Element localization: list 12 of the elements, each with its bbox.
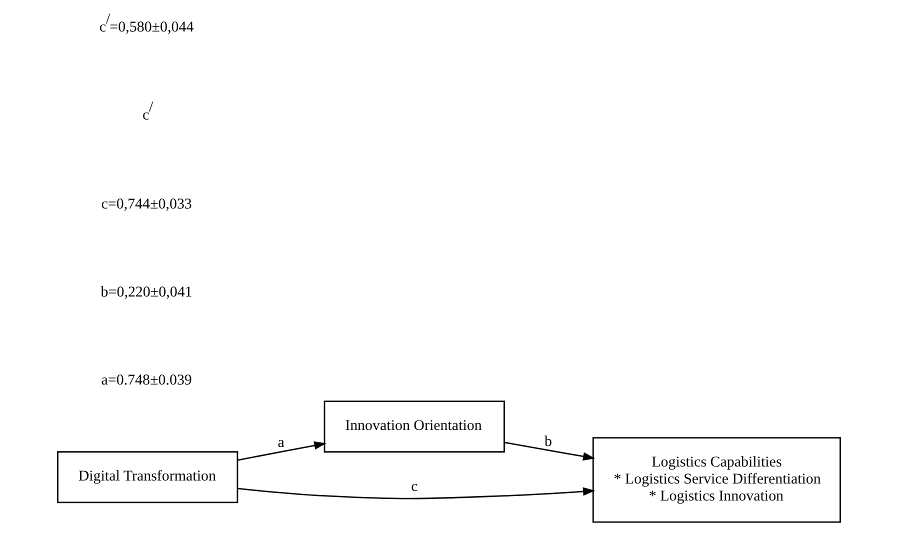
arrow	[236, 441, 326, 461]
arrow	[236, 487, 595, 500]
label: a=0.748±0.039	[100, 372, 192, 388]
node-box: Innovation Orientation	[323, 400, 504, 453]
edge-label: c	[410, 478, 418, 495]
node-box: Digital Transformation	[56, 451, 238, 504]
label: b=0,220±0,041	[100, 284, 192, 300]
edge-label: a	[277, 434, 284, 451]
edge-label: b	[544, 434, 552, 450]
arrow	[504, 442, 595, 461]
label: c=0,744±0,033	[100, 196, 192, 212]
node-box: Logistics Capabilities * Logistics Service Differentiation * Logistics Innovation	[592, 437, 840, 523]
